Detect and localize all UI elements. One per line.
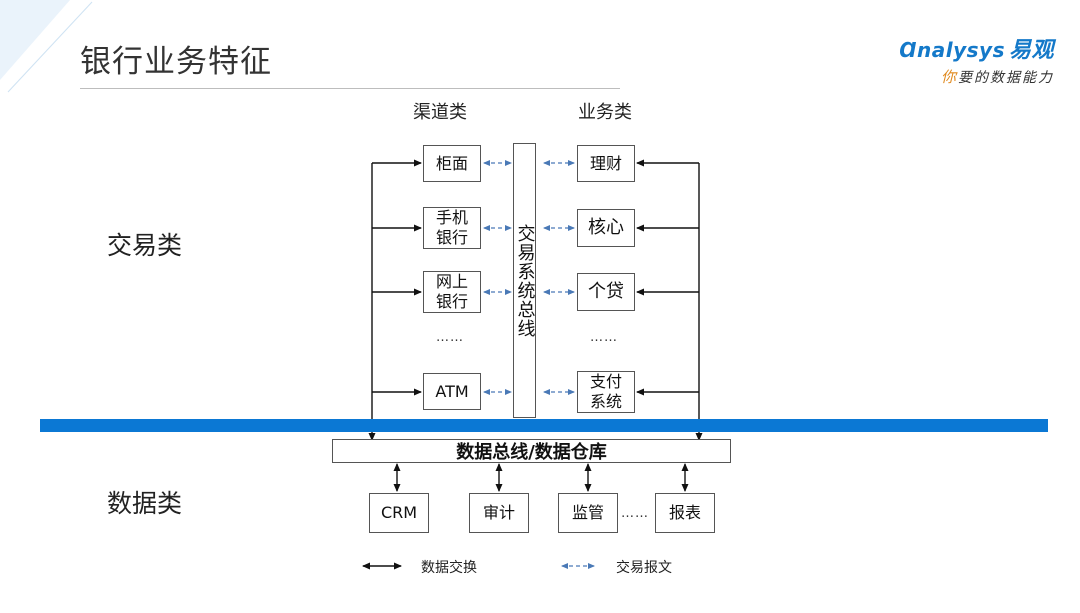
- slide-title: 银行业务特征: [80, 44, 272, 80]
- brand-name-en: Ɑnalysys: [899, 38, 1005, 62]
- data-system-label: 监管: [571, 503, 604, 522]
- legend-data-exchange-label: 数据交换: [421, 560, 477, 576]
- business-label: 支付系统: [590, 372, 623, 411]
- business-box-personal-loan: 个贷: [577, 273, 635, 311]
- data-system-report: 报表: [655, 493, 715, 533]
- data-bus-label: 数据总线/数据仓库: [456, 442, 607, 463]
- brand-tagline: 要的数据能力: [958, 70, 1054, 86]
- title-divider: [80, 88, 620, 89]
- business-label: 理财: [589, 153, 622, 173]
- channel-box-mobile-banking: 手机银行: [423, 207, 481, 249]
- channel-label: 柜面: [435, 153, 468, 173]
- channel-column-header: 渠道类: [413, 102, 467, 123]
- business-column-header: 业务类: [578, 102, 632, 123]
- business-label: 个贷: [588, 281, 624, 302]
- legend-transaction-message-label: 交易报文: [616, 560, 672, 576]
- channel-box-atm: ATM: [423, 373, 481, 410]
- data-system-label: 报表: [668, 503, 701, 522]
- channel-box-counter: 柜面: [423, 145, 481, 182]
- data-system-label: 审计: [482, 503, 515, 522]
- business-ellipsis: ……: [590, 330, 618, 345]
- data-system-regulation: 监管: [558, 493, 618, 533]
- data-system-ellipsis: ……: [621, 506, 649, 521]
- channel-label: 网上银行: [436, 272, 469, 311]
- transaction-category-label: 交易类: [107, 231, 183, 260]
- business-box-wealth: 理财: [577, 145, 635, 182]
- transaction-system-bus: 交易系统总线: [513, 143, 536, 418]
- business-box-core: 核心: [577, 209, 635, 247]
- transaction-bus-label: 交易系统总线: [514, 223, 536, 338]
- business-label: 核心: [588, 217, 624, 238]
- channel-ellipsis: ……: [436, 330, 464, 345]
- brand-name-cn: 易观: [1008, 38, 1054, 63]
- brand-tagline-accent: 你: [940, 68, 958, 86]
- corner-decoration: [0, 0, 93, 93]
- layer-separator-band: [40, 419, 1048, 432]
- business-box-payment-system: 支付系统: [577, 371, 635, 413]
- channel-label: ATM: [435, 381, 469, 401]
- data-bus-warehouse: 数据总线/数据仓库: [332, 439, 731, 463]
- channel-label: 手机银行: [436, 208, 469, 247]
- data-system-crm: CRM: [369, 493, 429, 533]
- data-system-audit: 审计: [469, 493, 529, 533]
- data-system-label: CRM: [380, 503, 418, 522]
- channel-box-online-banking: 网上银行: [423, 271, 481, 313]
- data-category-label: 数据类: [107, 489, 183, 518]
